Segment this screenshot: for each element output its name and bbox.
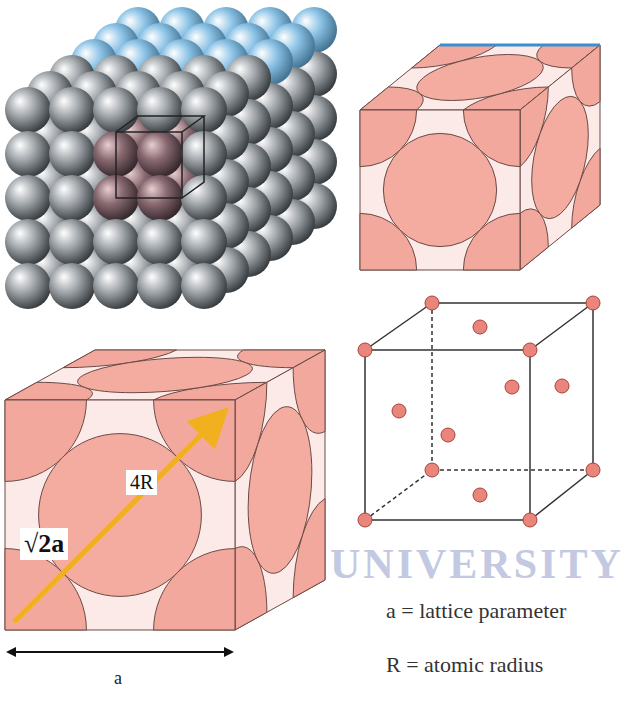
atom-sphere — [137, 131, 183, 177]
atom-sphere — [5, 175, 51, 221]
atom-stack — [5, 7, 337, 309]
legend-note: R = atomic radius — [386, 652, 543, 677]
atom-sphere — [93, 87, 139, 133]
atom-sphere — [181, 263, 227, 309]
diagonal-arrow — [14, 414, 222, 622]
atom-sphere — [93, 263, 139, 309]
atom-sphere — [5, 87, 51, 133]
atom-sphere — [5, 263, 51, 309]
diagonal-label: √2a — [20, 528, 68, 560]
atom-sphere — [49, 131, 95, 177]
atom-sphere — [137, 87, 183, 133]
atom-sphere — [181, 219, 227, 265]
atom-sphere — [137, 263, 183, 309]
atom-sphere — [5, 131, 51, 177]
unit-cell-small — [360, 45, 600, 270]
lattice-points — [358, 296, 600, 527]
watermark: UNIVERSITY — [330, 540, 624, 588]
dimension-label: a — [114, 668, 122, 689]
radius-label: 4R — [126, 470, 157, 495]
legend-note: a = lattice parameter — [386, 598, 566, 623]
lattice-wireframe — [365, 303, 593, 520]
atom-sphere — [49, 263, 95, 309]
atom-sphere — [137, 219, 183, 265]
unit-cell-large — [5, 350, 325, 630]
atom-sphere — [49, 175, 95, 221]
dimension-arrow — [8, 651, 232, 653]
atom-sphere — [49, 219, 95, 265]
atom-sphere — [5, 219, 51, 265]
unit-cell-outline — [116, 116, 204, 198]
atom-sphere — [93, 219, 139, 265]
atom-sphere — [49, 87, 95, 133]
